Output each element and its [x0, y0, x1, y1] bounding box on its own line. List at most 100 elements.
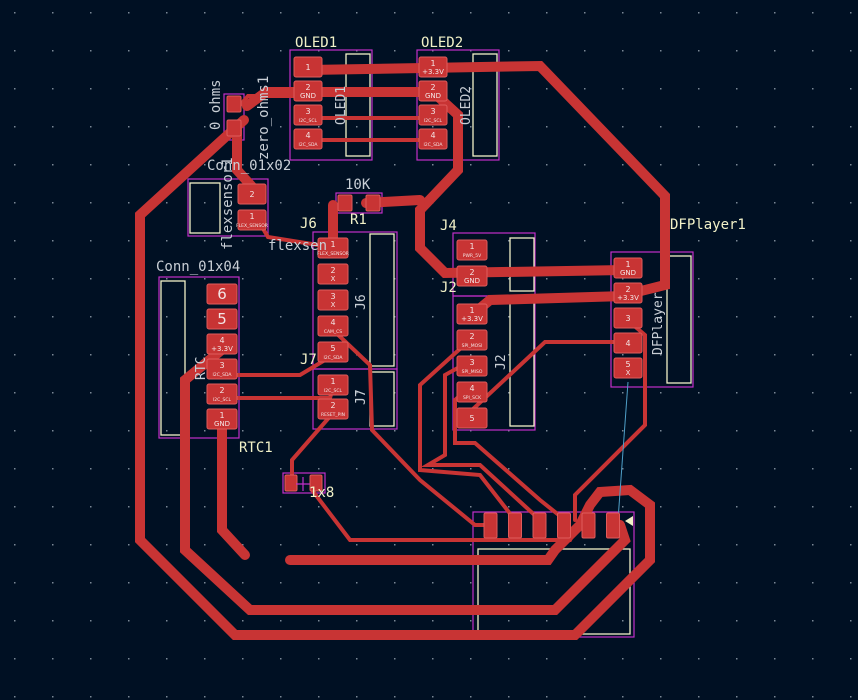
grid-dot: [736, 658, 738, 660]
grid-dot: [14, 240, 16, 242]
grid-dot: [660, 544, 662, 546]
rtc-pad[interactable]: 5: [206, 308, 238, 330]
pad-net-label: CAM_CS: [324, 329, 342, 335]
grid-dot: [774, 278, 776, 280]
pin1-marker-icon: [625, 516, 633, 526]
grid-dot: [280, 354, 282, 356]
grid-dot: [166, 126, 168, 128]
grid-dot: [774, 582, 776, 584]
grid-dot: [242, 164, 244, 166]
grid-dot: [90, 582, 92, 584]
dfplayer-pad[interactable]: 3: [613, 307, 643, 329]
mcu-pad[interactable]: [532, 512, 547, 539]
grid-dot: [242, 354, 244, 356]
grid-dot: [622, 12, 624, 14]
grid-dot: [812, 468, 814, 470]
rtc-pad[interactable]: 4+3.3V: [206, 333, 238, 355]
grid-dot: [698, 354, 700, 356]
j6-pad[interactable]: 3X: [317, 289, 349, 311]
dfplayer-pad[interactable]: 5X: [613, 357, 643, 379]
grid-dot: [698, 164, 700, 166]
mcu-pad[interactable]: [606, 512, 620, 539]
grid-dot: [546, 316, 548, 318]
grid-dot: [850, 620, 852, 622]
pad-number: 5: [330, 344, 335, 353]
grid-dot: [432, 392, 434, 394]
grid-dot: [242, 620, 244, 622]
grid-dot: [166, 468, 168, 470]
button-pad[interactable]: [284, 474, 298, 492]
dfplayer-pad[interactable]: 4: [613, 332, 643, 354]
grid-dot: [14, 506, 16, 508]
pad-number: 3: [469, 358, 474, 367]
button-pad[interactable]: [309, 474, 323, 492]
grid-dot: [736, 12, 738, 14]
mcu-pad[interactable]: [581, 512, 596, 539]
ref-j6: J6: [300, 216, 317, 232]
r1-pad[interactable]: [337, 194, 353, 212]
flexsensor-pad[interactable]: 2: [237, 183, 267, 205]
grid-dot: [356, 278, 358, 280]
rtc-pad[interactable]: 6: [206, 283, 238, 305]
j2-pad[interactable]: 1+3.3V: [456, 303, 488, 325]
dfplayer-pad[interactable]: 2+3.3V: [613, 282, 643, 304]
oled2-pad[interactable]: 1+3.3V: [418, 56, 448, 78]
grid-dot: [470, 658, 472, 660]
pad-net-label: I2C_SDA: [324, 355, 344, 361]
grid-dot: [774, 468, 776, 470]
r1-pad[interactable]: [365, 194, 381, 212]
value-zero-ohms: 0 ohms: [208, 79, 224, 130]
pad-net-label: I2C_SDA: [213, 372, 233, 378]
grid-dot: [204, 12, 206, 14]
grid-dot: [698, 430, 700, 432]
j6-pad[interactable]: 2X: [317, 263, 349, 285]
mcu-pad[interactable]: [557, 512, 571, 539]
grid-dot: [508, 240, 510, 242]
grid-dot: [166, 430, 168, 432]
pad-net-label: X: [331, 275, 336, 283]
grid-dot: [850, 582, 852, 584]
oled1-pad[interactable]: 1: [293, 56, 323, 78]
grid-dot: [128, 354, 130, 356]
pad-net-label: I2C_SCL: [424, 118, 443, 124]
grid-dot: [660, 468, 662, 470]
grid-dot: [698, 316, 700, 318]
grid-dot: [14, 354, 16, 356]
pad-net-label: I2C_SCL: [213, 397, 232, 403]
grid-dot: [128, 126, 130, 128]
grid-dot: [622, 468, 624, 470]
grid-dot: [546, 696, 548, 698]
grid-dot: [774, 316, 776, 318]
zero-ohms-pad[interactable]: [226, 119, 242, 137]
grid-dot: [660, 126, 662, 128]
mcu-pad[interactable]: [483, 512, 498, 539]
grid-dot: [546, 620, 548, 622]
mcu-pad[interactable]: [508, 512, 522, 539]
zero-ohms-pad[interactable]: [226, 95, 242, 113]
j2-pad[interactable]: 5: [456, 407, 488, 429]
grid-dot: [698, 12, 700, 14]
grid-dot: [812, 430, 814, 432]
